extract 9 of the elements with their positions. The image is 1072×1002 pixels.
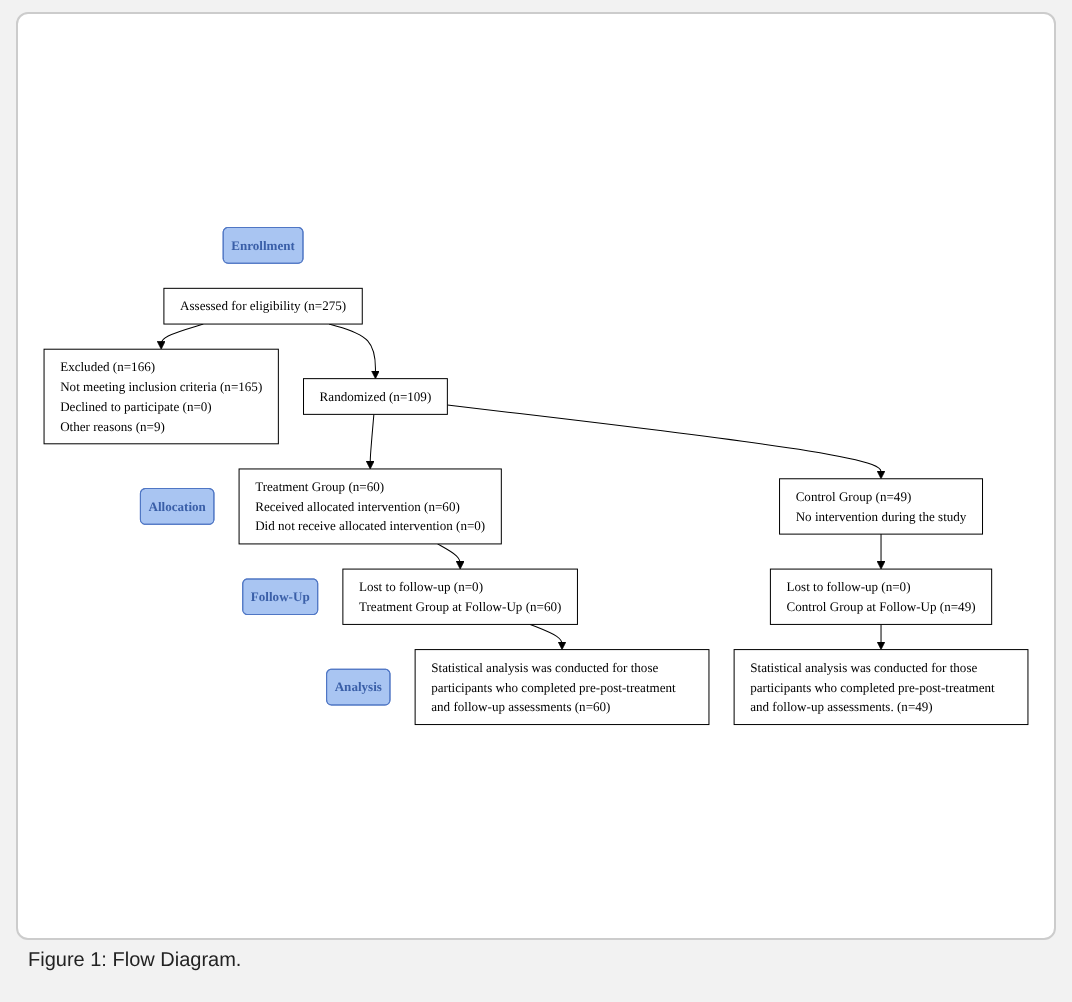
arrow bbox=[876, 533, 886, 570]
arrow bbox=[437, 543, 465, 570]
arrow bbox=[876, 623, 886, 650]
figure-caption: Figure 1: Flow Diagram. bbox=[28, 950, 242, 972]
arrow bbox=[529, 623, 567, 650]
arrow bbox=[446, 404, 886, 480]
arrow bbox=[328, 323, 380, 380]
arrow bbox=[365, 413, 375, 470]
arrow bbox=[156, 323, 204, 350]
